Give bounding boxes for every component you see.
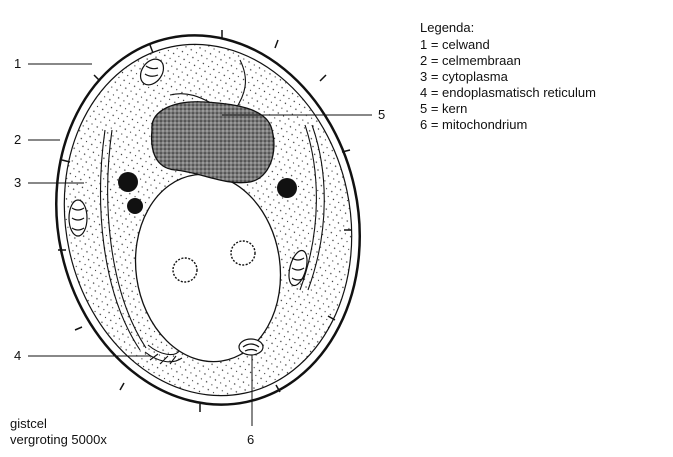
dark-granule — [127, 198, 143, 214]
caption-line-1: gistcel — [10, 416, 107, 432]
dark-granule — [118, 172, 138, 192]
callout-3: 3 — [14, 175, 21, 190]
callout-6: 6 — [247, 432, 254, 447]
caption: gistcel vergroting 5000x — [10, 416, 107, 448]
legend-item-6: 6 = mitochondrium — [420, 117, 596, 133]
dark-granule — [277, 178, 297, 198]
mitochondrion — [69, 200, 87, 236]
legend-item-1: 1 = celwand — [420, 37, 596, 53]
callout-4: 4 — [14, 348, 21, 363]
legend-item-4: 4 = endoplasmatisch reticulum — [420, 85, 596, 101]
caption-line-2: vergroting 5000x — [10, 432, 107, 448]
mitochondrion — [239, 339, 263, 355]
callout-2: 2 — [14, 132, 21, 147]
legend-title: Legenda: — [420, 20, 596, 36]
legend: Legenda: 1 = celwand 2 = celmembraan 3 =… — [420, 20, 596, 133]
callout-1: 1 — [14, 56, 21, 71]
callout-5: 5 — [378, 107, 385, 122]
legend-item-2: 2 = celmembraan — [420, 53, 596, 69]
legend-item-5: 5 = kern — [420, 101, 596, 117]
legend-item-3: 3 = cytoplasma — [420, 69, 596, 85]
